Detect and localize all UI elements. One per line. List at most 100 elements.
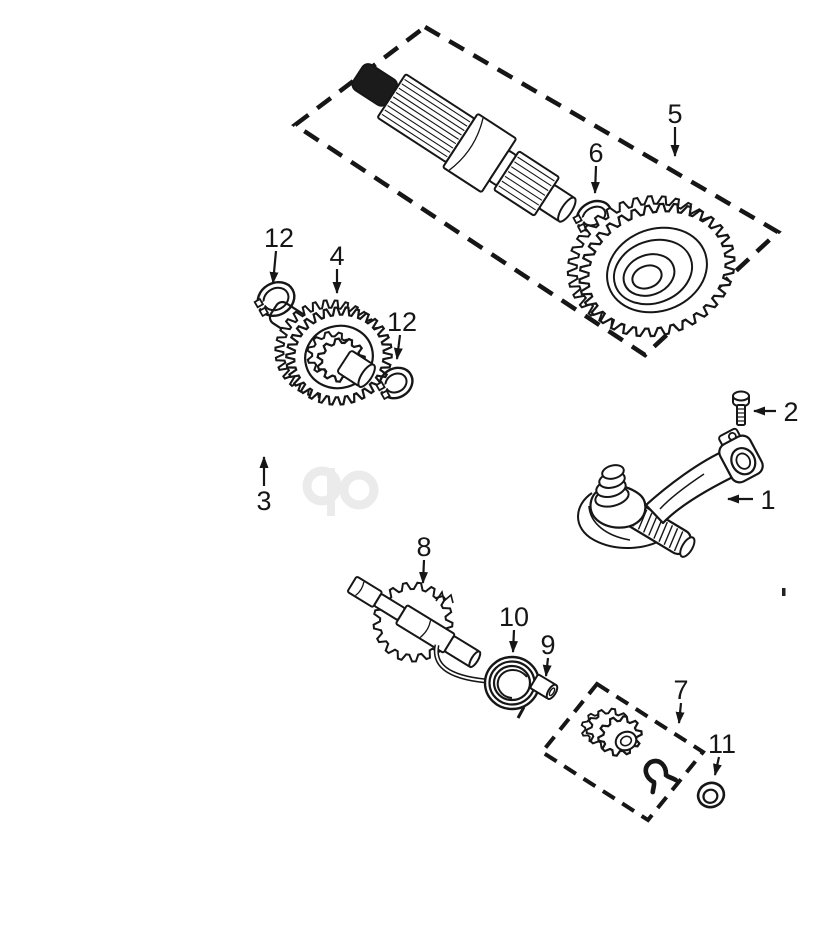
leader-line: [418, 559, 428, 584]
output-shaft: [351, 63, 577, 223]
callout-11: 11: [708, 729, 736, 776]
snap-ring-tab: [576, 222, 588, 234]
pedal-rib: [663, 524, 674, 546]
spring-outer-hook: [516, 706, 526, 719]
snap-ring-12-right: [375, 366, 414, 401]
gear4-hub-sleeve: [337, 350, 376, 388]
shaft-ring: [355, 581, 365, 597]
spring-coil: [492, 664, 532, 702]
pinch-bolt: [732, 390, 750, 426]
spline-line: [504, 175, 543, 201]
washer-inner: [702, 788, 719, 804]
spline-line: [507, 171, 546, 196]
spline-line: [401, 83, 468, 127]
spline-line: [514, 161, 552, 187]
callout-1: 1: [727, 485, 776, 515]
spring-leg-core: [435, 644, 487, 682]
lever-clamp-boss: [718, 427, 764, 484]
shaft-end-cap: [468, 650, 482, 669]
spline-line: [392, 96, 459, 140]
watermark-ring: [302, 466, 342, 506]
bolt-head-top: [732, 390, 750, 402]
leader-line: [393, 334, 403, 360]
spline-line: [381, 113, 448, 158]
callout-label: 1: [760, 485, 775, 515]
callout-12-left: 12: [264, 223, 294, 284]
callout-label: 8: [416, 532, 431, 562]
callouts: 5 6 12 4 12 3 2 1: [256, 99, 799, 776]
leader-line: [590, 165, 600, 194]
snap-ring-tab: [572, 213, 583, 225]
callout-5: 5: [667, 99, 683, 157]
gear5-bore: [631, 264, 663, 290]
callout-4: 4: [329, 241, 345, 294]
spline-line: [395, 92, 462, 136]
pedal-rib: [658, 521, 668, 542]
leader-line: [269, 250, 279, 284]
callout-10: 10: [499, 602, 529, 653]
shaft-ring: [448, 118, 484, 171]
kick-shaft-body: [347, 576, 482, 669]
joint-knob: [601, 464, 625, 480]
spline-line: [398, 87, 465, 132]
callout-label: 10: [499, 602, 529, 632]
callout-6: 6: [588, 138, 604, 194]
pedal-rib: [642, 512, 653, 533]
callout-label: 7: [673, 675, 688, 705]
callout-label: 3: [256, 486, 271, 516]
watermark: [302, 466, 379, 516]
spline-line: [510, 166, 549, 192]
pedal-end-cap: [679, 536, 696, 558]
leader-line: [509, 629, 518, 653]
pedal-rib: [648, 515, 658, 536]
pedal-rib: [673, 531, 684, 552]
spline-line: [387, 105, 454, 149]
callout-label: 6: [588, 138, 603, 168]
kick-pinion-gear: [580, 707, 643, 757]
kick-pin: [529, 673, 559, 700]
output-shaft-body: [351, 63, 577, 223]
snap-ring-outer: [256, 280, 296, 318]
callout-12-right: 12: [387, 307, 417, 360]
boss-bore-inner: [735, 452, 752, 470]
snap-ring-tab: [380, 389, 391, 401]
spline-line: [390, 100, 457, 145]
callout-label: 12: [264, 223, 294, 253]
stray-mark: [782, 588, 786, 596]
lever-bracket-line: [588, 505, 631, 541]
callout-7: 7: [673, 675, 689, 724]
washer: [696, 781, 726, 809]
callout-2: 2: [753, 397, 799, 427]
callout-label: 12: [387, 307, 417, 337]
lever-bracket-outline: [577, 492, 668, 549]
spline-line: [501, 180, 540, 206]
ratchet-jag: [435, 589, 454, 604]
callout-label: 5: [667, 99, 682, 129]
output-gear: [566, 195, 736, 338]
snap-ring-tab: [375, 380, 386, 392]
leader-line: [675, 702, 685, 724]
snap-ring-12-left: [253, 280, 296, 318]
callout-label: 4: [329, 241, 344, 271]
callout-label: 2: [783, 397, 798, 427]
shaft-end-cap: [557, 196, 577, 223]
callout-label: 11: [708, 729, 736, 759]
spline-line: [384, 109, 451, 153]
pin-bore: [548, 687, 556, 697]
kick-starter-lever: [577, 427, 764, 558]
kick-return-spring: [433, 644, 541, 719]
snap-ring-inner: [384, 372, 408, 394]
shaft-ring: [419, 620, 432, 638]
callout-3: 3: [256, 456, 272, 516]
bolt-shank: [736, 404, 746, 426]
snap-ring-tab: [258, 306, 270, 318]
pinion7-bore: [619, 735, 633, 747]
assembly-group-7-outline: [539, 681, 706, 823]
leader-line: [712, 756, 722, 776]
spring-inner-hook: [496, 669, 528, 699]
clip-wire: [643, 758, 679, 795]
callout-label: 9: [540, 630, 555, 660]
hub-sleeve-cap: [357, 363, 376, 388]
lever-arm-line: [659, 473, 705, 510]
